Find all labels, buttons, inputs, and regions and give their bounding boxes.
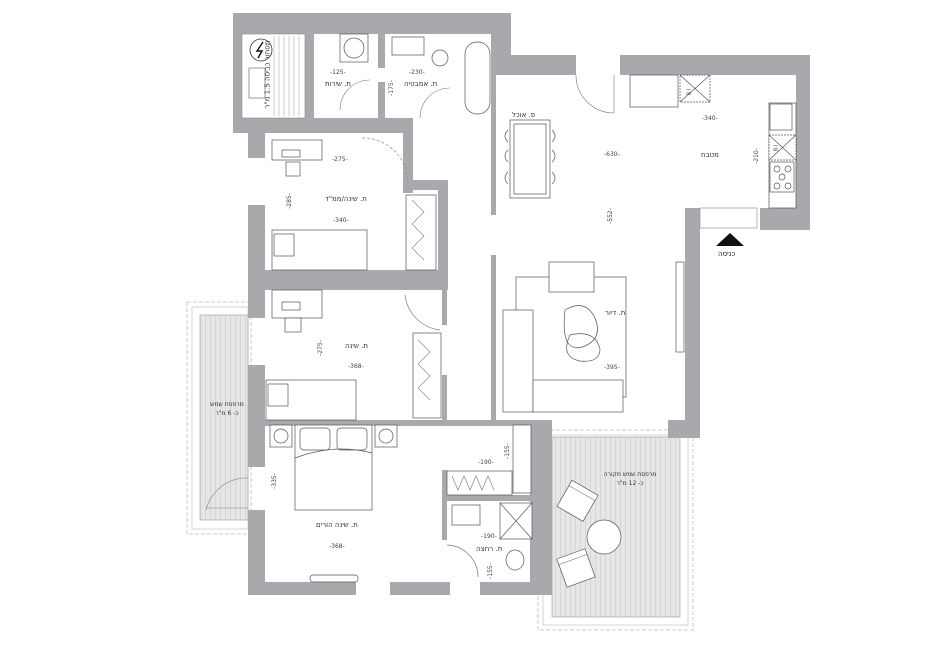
walkin-height: -155- bbox=[503, 443, 511, 459]
bedroom-label: ת. שינה bbox=[345, 342, 368, 350]
balcony-south-area: כ- 12 מ"ר bbox=[616, 480, 644, 487]
walkin-width: -190- bbox=[478, 459, 494, 466]
balcony-west-text: מרפסת שמש כ- 6 מ"ר bbox=[202, 400, 252, 418]
bedroom-width: -368- bbox=[348, 363, 364, 370]
laundry-width: -125- bbox=[330, 69, 346, 76]
kitchen-label: מטבח bbox=[701, 151, 719, 159]
master-height: -335- bbox=[270, 473, 278, 489]
study-furniture bbox=[271, 137, 437, 271]
dining-label: פ. אוכל bbox=[512, 111, 536, 119]
shower-width: -190- bbox=[481, 533, 497, 540]
study-width: -340- bbox=[333, 217, 349, 224]
bedroom-height: -275- bbox=[316, 340, 324, 356]
master-width: -368- bbox=[329, 543, 345, 550]
walls bbox=[233, 13, 810, 595]
kitchen-height: -210- bbox=[752, 148, 760, 164]
oven-tag: B.I bbox=[773, 144, 780, 152]
bathroom-height: -175- bbox=[387, 80, 395, 96]
living-width: -395- bbox=[604, 364, 620, 371]
shower-height: -155- bbox=[486, 563, 494, 579]
electricity-icon bbox=[255, 41, 264, 59]
living-furniture bbox=[502, 261, 685, 413]
bath2-fixtures bbox=[446, 424, 533, 578]
balcony-south-text: מרפסת שמש מקורה כ- 12 מ"ר bbox=[595, 470, 665, 488]
bathroom-width: -230- bbox=[409, 69, 425, 76]
utility-shaft bbox=[241, 33, 306, 119]
shower-label: ת. רחצה bbox=[476, 545, 503, 553]
fridge-tag: B.I bbox=[686, 88, 693, 96]
bathroom-label: ת. אמבטיה bbox=[404, 80, 438, 88]
bedroom-furniture bbox=[265, 289, 442, 421]
entrance-marker bbox=[699, 207, 758, 246]
dining-table bbox=[504, 119, 556, 199]
balcony-west-area: כ- 6 מ"ר bbox=[215, 410, 239, 417]
utility-shaft-label: מסתור כביסה 1.5 מ"ר bbox=[263, 40, 272, 109]
fixtures-service bbox=[339, 33, 491, 119]
living-label: ת. דיור bbox=[605, 309, 626, 317]
living-span-width: -630- bbox=[604, 151, 620, 158]
laundry-label: ת. שירות bbox=[325, 80, 352, 88]
kitchen-width: -340- bbox=[702, 115, 718, 122]
study-width-top: -275- bbox=[332, 156, 348, 163]
balcony-west bbox=[186, 301, 252, 535]
master-furniture bbox=[269, 424, 398, 583]
triangle-up-icon bbox=[716, 233, 744, 246]
balcony-south bbox=[537, 429, 694, 631]
study-label: ת. שינה/ממ"ד bbox=[325, 195, 367, 203]
entrance-label: כניסה bbox=[718, 250, 736, 258]
living-span-height: -552- bbox=[606, 208, 614, 224]
balcony-south-label: מרפסת שמש מקורה bbox=[603, 471, 657, 478]
kitchen-fixtures bbox=[575, 74, 797, 209]
study-height: -285- bbox=[285, 193, 293, 209]
balcony-west-label: מרפסת שמש bbox=[210, 401, 244, 408]
master-label: ת. שינה הורים bbox=[316, 521, 358, 529]
